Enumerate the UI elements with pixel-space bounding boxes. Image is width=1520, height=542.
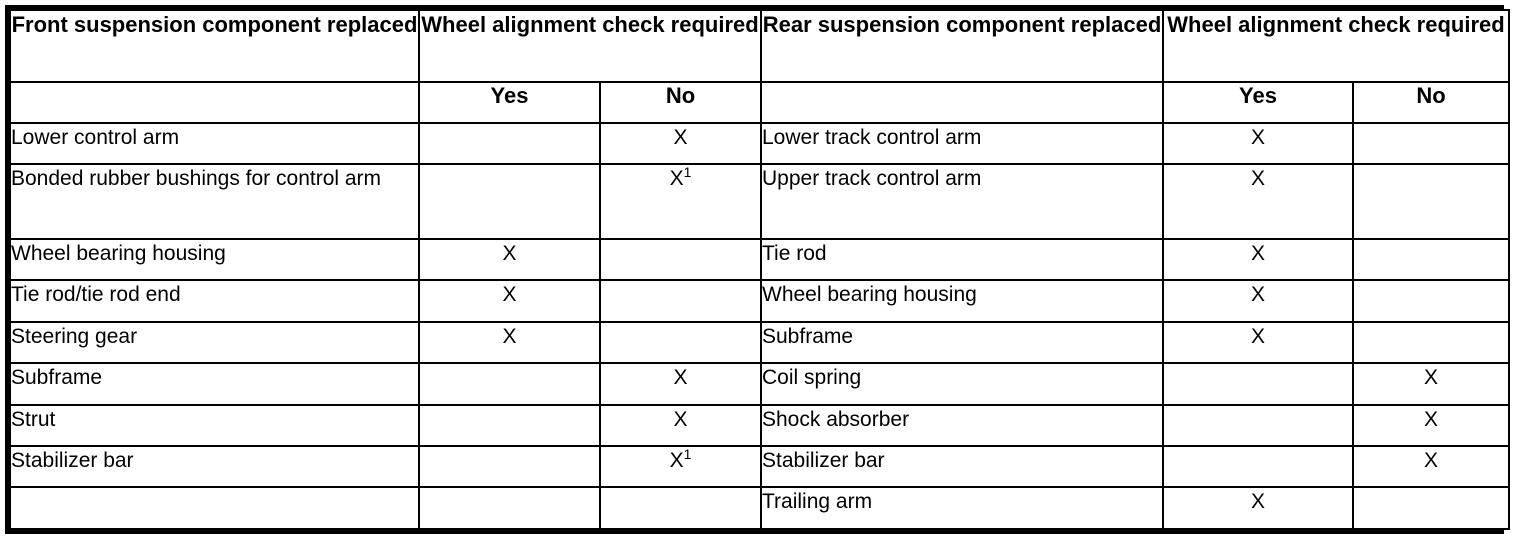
rear-yes-cell: X: [1162, 121, 1354, 166]
front-yes-cell: [418, 163, 601, 240]
suspension-alignment-table: Front suspension component replaced Whee…: [9, 9, 1510, 530]
front-component-cell: Strut: [9, 403, 420, 448]
front-component-cell: Wheel bearing housing: [9, 237, 420, 282]
front-component-cell: Stabilizer bar: [9, 445, 420, 489]
rear-component-cell: Coil spring: [760, 362, 1164, 406]
suspension-alignment-table-container: Front suspension component replaced Whee…: [5, 5, 1510, 534]
front-yes-cell: [418, 486, 601, 530]
front-yes-cell: [418, 403, 601, 448]
front-no-cell-mark: X: [669, 167, 684, 191]
front-no-cell: X: [599, 121, 762, 166]
rear-component-cell: Wheel bearing housing: [760, 279, 1164, 323]
subheader-front-no: No: [599, 81, 762, 124]
rear-no-cell: X: [1352, 403, 1510, 448]
front-no-cell: [599, 237, 762, 282]
rear-no-cell: [1352, 163, 1510, 240]
subheader-rear-yes: Yes: [1162, 81, 1354, 124]
subheader-front-yes: Yes: [418, 81, 601, 124]
rear-component-cell: Lower track control arm: [760, 121, 1164, 166]
rear-no-cell: [1352, 320, 1510, 365]
rear-yes-cell: X: [1162, 237, 1354, 282]
subheader-rear-blank: [760, 81, 1164, 124]
front-no-cell-footnote-marker: 1: [683, 164, 692, 181]
rear-yes-cell: [1162, 403, 1354, 448]
front-no-cell: [599, 279, 762, 323]
front-yes-cell: [418, 445, 601, 489]
rear-no-cell: X: [1352, 362, 1510, 406]
front-yes-cell: X: [418, 320, 601, 365]
rear-yes-cell: [1162, 362, 1354, 406]
front-component-cell: Lower control arm: [9, 121, 420, 166]
rear-component-cell: Shock absorber: [760, 403, 1164, 448]
rear-component-cell: Trailing arm: [760, 486, 1164, 530]
rear-no-cell: [1352, 279, 1510, 323]
table-row: Strut X Shock absorber X: [9, 403, 1510, 448]
front-no-cell-mark: X: [669, 449, 684, 473]
header-front-alignment-check: Wheel alignment check required: [418, 9, 762, 83]
front-component-cell: Steering gear: [9, 320, 420, 365]
front-no-cell-mark: X: [673, 407, 688, 431]
rear-component-cell: Stabilizer bar: [760, 445, 1164, 489]
header-front-component: Front suspension component replaced: [9, 9, 420, 83]
front-yes-cell: [418, 121, 601, 166]
front-no-cell: [599, 486, 762, 530]
rear-no-cell: [1352, 237, 1510, 282]
rear-no-cell: X: [1352, 445, 1510, 489]
front-yes-cell: X: [418, 279, 601, 323]
front-component-cell: [9, 486, 420, 530]
rear-no-cell: [1352, 121, 1510, 166]
rear-yes-cell: X: [1162, 320, 1354, 365]
front-no-cell-mark: X: [673, 126, 688, 149]
front-yes-cell: [418, 362, 601, 406]
rear-yes-cell: X: [1162, 279, 1354, 323]
header-row-subheaders: Yes No Yes No: [9, 81, 1510, 124]
header-row-groups: Front suspension component replaced Whee…: [9, 9, 1510, 83]
rear-no-cell: [1352, 486, 1510, 530]
rear-yes-cell: [1162, 445, 1354, 489]
table-row: Subframe X Coil spring X: [9, 362, 1510, 406]
front-no-cell: X: [599, 403, 762, 448]
rear-yes-cell: X: [1162, 486, 1354, 530]
table-head: Front suspension component replaced Whee…: [9, 9, 1510, 124]
front-no-cell-mark: X: [673, 366, 688, 390]
front-component-cell: Tie rod/tie rod end: [9, 279, 420, 323]
front-component-cell: Subframe: [9, 362, 420, 406]
header-rear-component: Rear suspension component replaced: [760, 9, 1164, 83]
header-rear-alignment-check: Wheel alignment check required: [1162, 9, 1510, 83]
front-no-cell: X1: [599, 445, 762, 489]
front-component-cell: Bonded rubber bushings for control arm: [9, 163, 420, 240]
front-no-cell: [599, 320, 762, 365]
subheader-rear-no: No: [1352, 81, 1510, 124]
front-yes-cell: X: [418, 237, 601, 282]
front-no-cell-footnote-marker: 1: [683, 446, 692, 463]
rear-component-cell: Upper track control arm: [760, 163, 1164, 240]
rear-yes-cell: X: [1162, 163, 1354, 240]
rear-component-cell: Tie rod: [760, 237, 1164, 282]
front-no-cell: X1: [599, 163, 762, 240]
subheader-front-blank: [9, 81, 420, 124]
front-no-cell: X: [599, 362, 762, 406]
rear-component-cell: Subframe: [760, 320, 1164, 365]
